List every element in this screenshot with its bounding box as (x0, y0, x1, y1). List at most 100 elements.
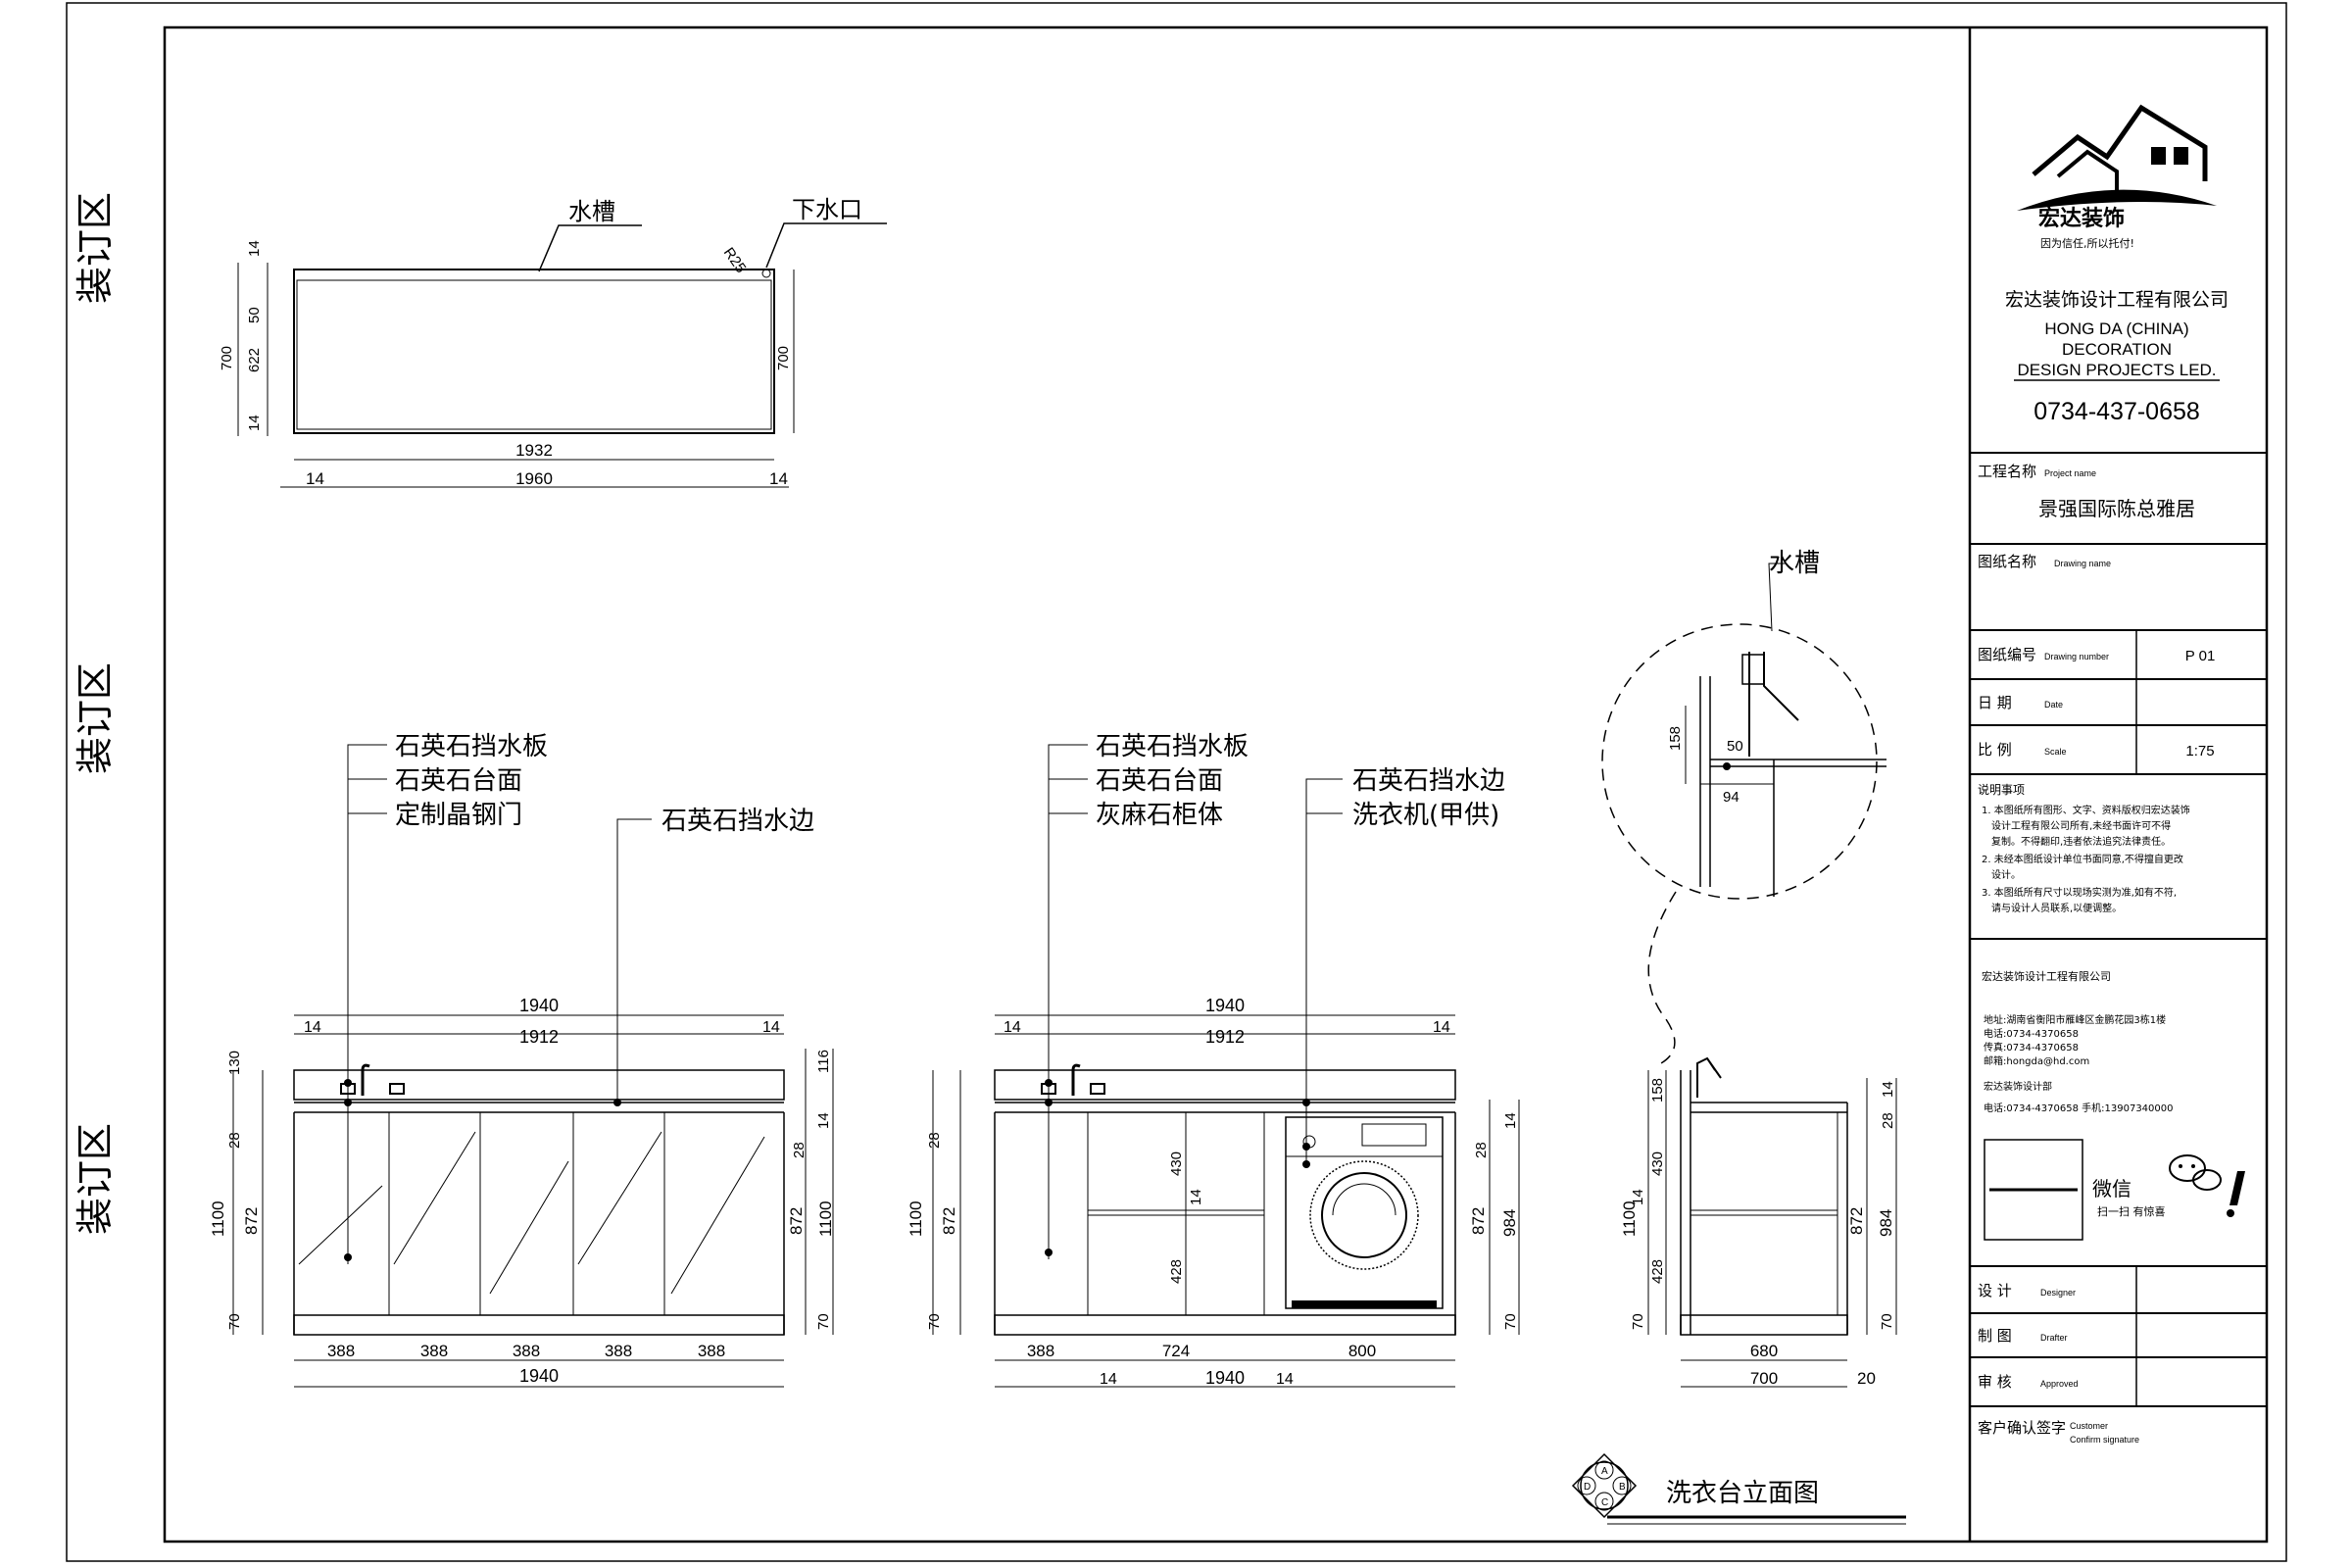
dim-label: 872 (1847, 1207, 1866, 1235)
note-line: 设计。 (1991, 868, 2021, 881)
symbol-letter: D (1584, 1482, 1591, 1493)
dim-label: 70 (226, 1313, 243, 1330)
company-name-en-2: DECORATION (2062, 340, 2172, 359)
wechat-qr-code (1984, 1139, 2083, 1241)
dim-label: 388 (420, 1342, 448, 1360)
office-line: 宏达装饰设计部 (1984, 1080, 2052, 1093)
elev2-label-washer: 洗衣机(甲供) (1352, 801, 1499, 830)
dim-label: 20 (1857, 1369, 1876, 1388)
scale-label: 比 例 (1978, 741, 2012, 759)
dim-label: 130 (226, 1051, 243, 1075)
dim-label: 28 (791, 1142, 808, 1158)
dim-label: 94 (1723, 789, 1740, 806)
outer-border (66, 2, 2287, 1562)
elev2-label-splashback: 石英石挡水板 (1096, 732, 1249, 761)
designer-label: 设 计 (1978, 1282, 2012, 1299)
dim-label: 14 (1100, 1371, 1117, 1388)
dim-label: 388 (513, 1342, 540, 1360)
dim-label: 430 (1168, 1152, 1185, 1176)
dim-label: 28 (926, 1132, 943, 1149)
office-line: 电话:0734-4370658 手机:13907340000 (1984, 1102, 2174, 1114)
dim-label: 1960 (515, 469, 553, 488)
section-callout-sink: 水槽 (1769, 549, 1820, 578)
wechat-label: 微信 (2092, 1177, 2132, 1200)
office-line: 传真:0734-4370658 (1984, 1041, 2079, 1054)
detail-circle (1601, 623, 1878, 900)
approver-label-en: Approved (2040, 1379, 2079, 1389)
notes-list: 1. 本图纸所有图形、文字、资料版权归宏达装饰 设计工程有限公司所有,未经书面许… (1982, 804, 2190, 914)
dim-label: 430 (1649, 1152, 1666, 1176)
company-name-en-1: HONG DA (CHINA) (2044, 319, 2188, 338)
dim-label: 872 (940, 1207, 958, 1235)
scale-label-en: Scale (2044, 747, 2067, 757)
project-name: 景强国际陈总雅居 (2038, 497, 2195, 520)
dim-label: 14 (1276, 1371, 1294, 1388)
dim-label: 388 (698, 1342, 725, 1360)
dim-label: 70 (926, 1313, 943, 1330)
dim-label: 70 (1879, 1313, 1895, 1330)
drawing-number-value: P 01 (2185, 648, 2216, 664)
elev1-label-countertop: 石英石台面 (395, 766, 522, 796)
drafter-label-en: Drafter (2040, 1333, 2068, 1343)
note-line: 1. 本图纸所有图形、文字、资料版权归宏达装饰 (1982, 804, 2190, 816)
dim-label: 1932 (515, 441, 553, 460)
dim-label: 984 (1500, 1209, 1519, 1237)
dim-label: 50 (1727, 738, 1743, 755)
elev2-label-cabinet: 灰麻石柜体 (1096, 801, 1223, 830)
dim-label: 158 (1649, 1078, 1666, 1102)
date-label-en: Date (2044, 700, 2063, 710)
symbol-letter: A (1601, 1466, 1608, 1477)
dim-label: 1940 (1205, 1368, 1245, 1388)
wechat-sub: 扫一扫 有惊喜 (2097, 1204, 2166, 1218)
dim-label: 14 (769, 469, 788, 488)
designer-label-en: Designer (2040, 1288, 2076, 1298)
dim-label: 28 (1880, 1112, 1896, 1129)
drawing-title: 洗衣台立面图 (1666, 1479, 1819, 1508)
binding-label-bot-text: 装订区 (74, 1123, 117, 1235)
company-phone: 0734-437-0658 (2034, 398, 2200, 425)
plan-radius-label: R25 (720, 245, 750, 276)
elev1-label-edge: 石英石挡水边 (662, 807, 814, 836)
client-signature-label: 客户确认签字 (1978, 1419, 2066, 1437)
office-title: 宏达装饰设计工程有限公司 (1982, 969, 2111, 983)
company-name-en-3: DESIGN PROJECTS LED. (2017, 361, 2216, 379)
office-line: 电话:0734-4370658 (1984, 1027, 2079, 1040)
symbol-letter: C (1601, 1497, 1608, 1508)
dim-label: 70 (1630, 1313, 1646, 1330)
wechat-icon (2169, 1154, 2222, 1191)
dim-label: 70 (1502, 1313, 1519, 1330)
dim-label: 14 (1188, 1189, 1204, 1205)
notes-title: 说明事项 (1978, 782, 2025, 797)
logo-text: 宏达装饰 (2038, 206, 2125, 231)
inner-border (163, 25, 2269, 1544)
binding-label-mid-text: 装订区 (74, 662, 117, 774)
dim-label: 28 (226, 1132, 243, 1149)
elev1-label-splashback: 石英石挡水板 (395, 732, 548, 761)
exclamation-icon (2230, 1171, 2245, 1205)
company-name-cn: 宏达装饰设计工程有限公司 (2005, 289, 2229, 311)
drawing-number-label: 图纸编号 (1978, 646, 2036, 663)
symbol-letter: B (1619, 1482, 1626, 1493)
dim-label: 14 (1433, 1019, 1450, 1036)
dim-label: 1912 (519, 1027, 559, 1047)
dim-label: 700 (1750, 1369, 1778, 1388)
section-view: 水槽 158 50 94 1100 158 430 14 428 70 14 2… (1601, 549, 1897, 1388)
dim-label: 14 (1630, 1189, 1646, 1205)
dim-label: 700 (775, 346, 792, 370)
dim-label: 1912 (1205, 1027, 1245, 1047)
date-label: 日 期 (1978, 694, 2012, 711)
dim-label: 14 (815, 1112, 832, 1129)
dim-label: 14 (304, 1019, 321, 1036)
client-label-en-2: Confirm signature (2070, 1435, 2139, 1445)
drawing-title-block: D A B C 洗衣台立面图 (1571, 1452, 1906, 1525)
plan-view: 水槽 下水口 R25 14 50 622 14 700 700 1932 196… (219, 196, 887, 488)
dim-label: 14 (762, 1019, 780, 1036)
note-line: 3. 本图纸所有尺寸以现场实测为准,如有不符, (1982, 886, 2177, 899)
project-label-en: Project name (2044, 468, 2096, 478)
dim-label: 14 (1004, 1019, 1021, 1036)
office-info: 地址:湖南省衡阳市雁峰区金鹏花园3栋1楼 电话:0734-4370658 传真:… (1984, 1013, 2174, 1114)
dim-label: 1940 (519, 996, 559, 1015)
note-line: 2. 未经本图纸设计单位书面同意,不得擅自更改 (1982, 853, 2183, 865)
door-panels (298, 1112, 765, 1315)
dim-label: 680 (1750, 1342, 1778, 1360)
